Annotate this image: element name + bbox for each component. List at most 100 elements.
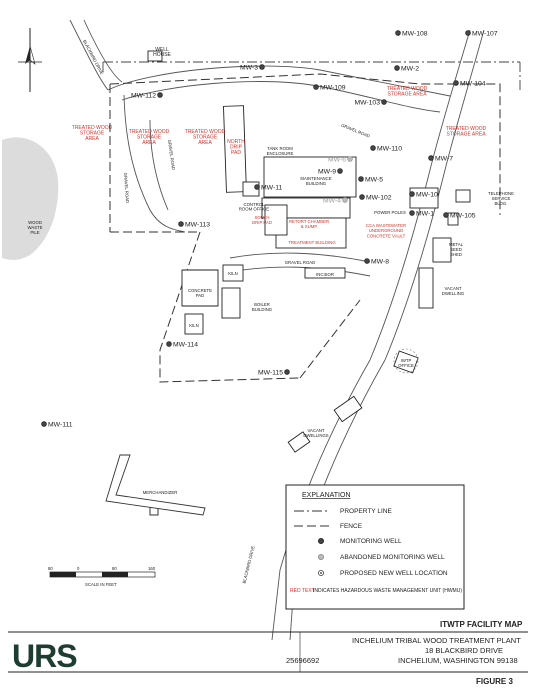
label-retort: RETORT CHAMBER& SUMP — [289, 219, 329, 229]
well-mw-113: MW-113 — [178, 221, 210, 228]
label-treatment: TREATMENT BUILDING — [288, 240, 336, 245]
legend-fence: FENCE — [340, 523, 363, 530]
well-mw-115: MW-115 — [258, 369, 290, 376]
scale-bar: 80 0 80 160 SCALE IN FEET — [48, 566, 156, 587]
vacant-dwelling — [418, 267, 434, 309]
address: 18 BLACKBIRD DRIVE — [425, 646, 503, 655]
well-mw-107: MW-107 — [465, 30, 498, 37]
well-label: MW-105 — [450, 212, 476, 219]
well-mw-8: MW-8 — [364, 258, 389, 265]
label-merchandizer: MERCHANDIZER — [143, 490, 178, 495]
label-power-poles: POWER POLES — [374, 210, 406, 215]
abandoned-well-icon — [347, 156, 353, 162]
well-label: MW-107 — [472, 30, 498, 37]
well-label: MW-4 — [323, 197, 341, 204]
well-label: MW-114 — [173, 341, 198, 348]
vacant-dwelling-1 — [333, 395, 363, 423]
shed-small — [447, 212, 459, 226]
boiler-building — [221, 287, 241, 319]
roads — [69, 19, 485, 641]
label-gravel-road-bottom: GRAVEL ROAD — [285, 260, 316, 265]
well-mw-3: MW-3 — [240, 64, 265, 71]
monitoring-well-icon — [178, 221, 184, 227]
treatment-building — [275, 217, 347, 249]
well-label: MW-112 — [131, 92, 156, 99]
well-label: MW-109 — [320, 84, 346, 91]
well-mw-112: MW-112 — [131, 92, 163, 99]
label-incisor: INCISOR — [316, 272, 334, 277]
monitoring-well-icon — [359, 194, 365, 200]
well-mw-105: MW-105 — [443, 212, 476, 219]
north-arrow-icon — [18, 28, 42, 92]
monitoring-well-icon — [394, 65, 400, 71]
job-number: 25696692 — [286, 656, 319, 665]
label-kiln1: KILN — [228, 271, 238, 276]
abandoned-well-icon — [342, 197, 348, 203]
monitoring-well-icon — [157, 92, 163, 98]
property-line — [102, 61, 521, 90]
well-label: MW-115 — [258, 369, 283, 376]
well-label: MW-103 — [354, 99, 380, 106]
scale-tick-1: 0 — [77, 566, 80, 571]
iwtp-office-building — [393, 350, 419, 374]
well-label: MW-108 — [402, 30, 428, 37]
merchandizer-outline — [105, 454, 206, 516]
well-mw-102: MW-102 — [359, 194, 392, 201]
monitoring-well-icon — [358, 176, 364, 182]
monitoring-well-icon — [337, 168, 343, 174]
monitoring-well-icon — [395, 30, 401, 36]
well-label: MW-104 — [460, 80, 486, 87]
well-label: MW-111 — [48, 421, 73, 428]
map-title: ITWTP FACILITY MAP — [440, 620, 523, 629]
wood-waste-area — [2, 137, 59, 260]
monitoring-well-icon — [465, 30, 471, 36]
monitoring-well-icon — [166, 341, 172, 347]
well-mw-4: MW-4 — [323, 197, 348, 204]
monitoring-well-icon — [364, 258, 370, 264]
well-label: MW-5 — [365, 176, 383, 183]
well-mw-11: MW-11 — [254, 184, 282, 191]
legend-proposed-well: PROPOSED NEW WELL LOCATION — [340, 570, 448, 577]
well-label: MW-8 — [371, 258, 389, 265]
well-mw-7: MW-7 — [428, 155, 453, 162]
monitoring-well-icon — [370, 145, 376, 151]
well-house-building — [147, 50, 163, 62]
scale-tick-2: 80 — [112, 566, 117, 571]
scale-tick-3: 160 — [148, 566, 156, 571]
south-drip-pad — [264, 204, 288, 236]
label-gravel-road-left: GRAVEL ROAD — [123, 172, 130, 203]
well-label: MW-7 — [435, 155, 453, 162]
urs-logo: URS — [12, 638, 77, 674]
scale-caption: SCALE IN FEET — [85, 582, 117, 587]
maintenance-building — [263, 156, 357, 198]
fence — [109, 73, 501, 383]
monitoring-well-icon — [254, 184, 260, 190]
well-label: MW-11 — [261, 184, 282, 191]
legend-title: EXPLANATION — [302, 492, 351, 499]
monitoring-well-icon — [453, 80, 459, 86]
well-mw-9: MW-9 — [318, 168, 343, 175]
monitoring-well-icon — [284, 369, 290, 375]
buildings — [147, 50, 471, 516]
plant-name: INCHELIUM TRIBAL WOOD TREATMENT PLANT — [352, 636, 521, 645]
legend-red-text-prefix: RED TEXT — [290, 588, 315, 594]
legend-monitoring-well: MONITORING WELL — [340, 538, 402, 545]
well-label: MW-9 — [318, 168, 336, 175]
well-label: MW-3 — [240, 64, 258, 71]
scale-tick-0: 80 — [48, 566, 53, 571]
well-label: MW-113 — [185, 221, 210, 228]
